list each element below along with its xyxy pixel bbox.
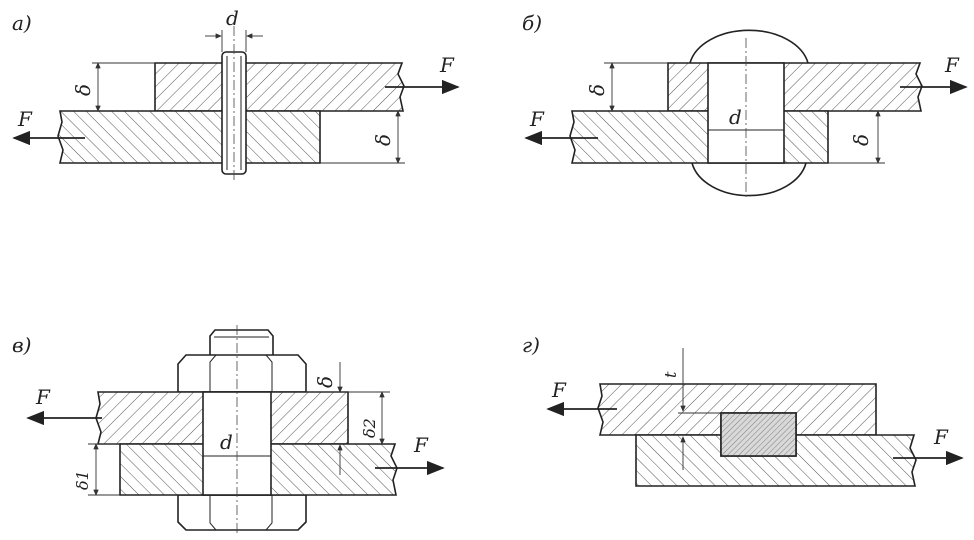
panel-v-nut [177,354,307,393]
panel-v-bolt-end [209,329,274,355]
panel-g-force-left: F [551,378,567,402]
panel-v-force-right: F [413,433,429,457]
panel-v-diameter: d [220,430,233,454]
panel-a-bottom-plate [57,110,321,164]
panel-g-depth: t [661,371,680,378]
panel-a-force-left: F [17,107,33,131]
panel-g-key [720,412,797,457]
panel-g-force-right: F [933,425,949,449]
panel-v-label: в) [12,333,31,357]
panel-b-label: б) [522,11,542,35]
panel-a-label: а) [12,11,32,35]
panel-v-thickness-1: δ1 [73,470,92,490]
panel-b-diameter: d [729,105,742,129]
panel-b-bottom-plate [569,110,829,164]
panel-a-thickness-bottom: δ [371,134,395,146]
panel-v-thickness-2: δ2 [360,418,379,438]
panel-b: б) d δ δ F F [522,11,968,198]
panel-v-force-left: F [35,385,51,409]
panel-g-label: г) [522,333,540,357]
panel-a-diameter: d [226,6,239,30]
panel-g: г) t F F [522,333,964,487]
panel-v: в) d δ δ2 δ1 F [12,325,445,535]
panel-b-force-right: F [944,53,960,77]
panel-a: а) d δ δ F F [12,6,460,182]
panel-b-force-left: F [529,107,545,131]
panel-b-thickness-top: δ [585,84,609,96]
panel-b-thickness-bottom: δ [849,134,873,146]
panel-a-thickness-top: δ [71,84,95,96]
panel-a-top-plate [154,62,405,112]
panel-v-bolt-head [177,494,307,531]
panel-v-bolt-shank [202,391,272,496]
panel-b-rivet-head-bottom [691,162,807,197]
panel-a-force-right: F [439,53,455,77]
panel-v-thickness: δ [313,376,337,388]
panel-b-top-plate [667,62,923,112]
panel-b-rivet-head-top [689,29,809,64]
